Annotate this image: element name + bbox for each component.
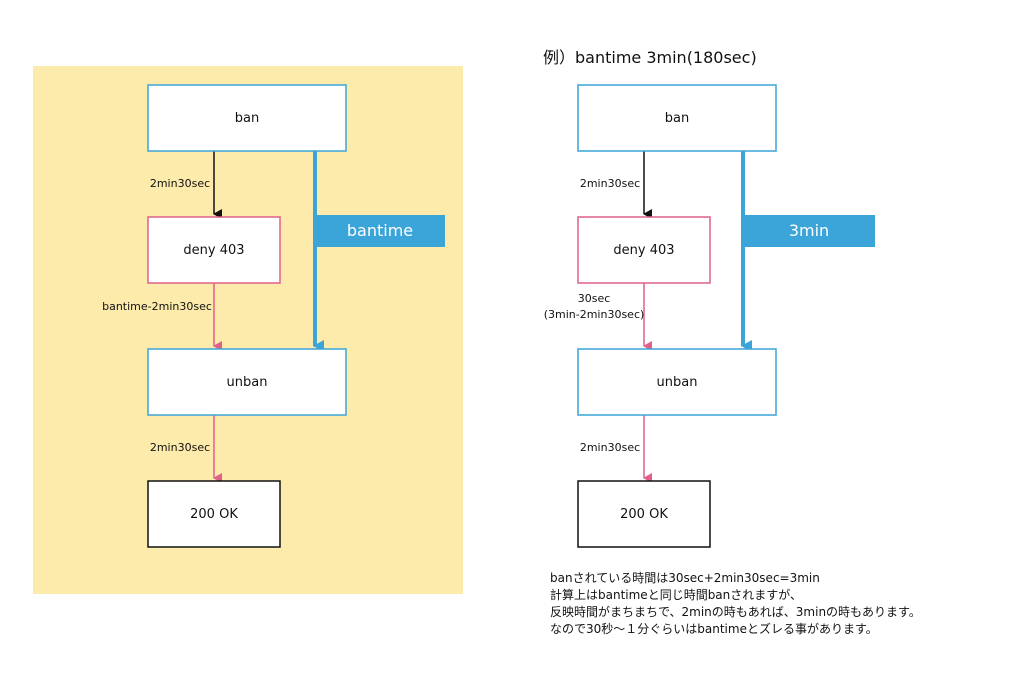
right-edge-deny-unban-label-2: (3min-2min30sec) xyxy=(544,308,645,321)
right-node-ban-label: ban xyxy=(665,111,689,126)
right-bantime-band xyxy=(743,215,875,247)
right-node-unban-label: unban xyxy=(657,375,698,390)
right-edge-unban-ok-label: 2min30sec xyxy=(580,441,640,454)
right-bantime-band-label: 3min xyxy=(789,221,829,240)
right-note-line-2: 計算上はbantimeと同じ時間banされますが、 xyxy=(550,587,802,602)
right-note-line-4: なので30秒～１分ぐらいはbantimeとズレる事があります。 xyxy=(550,621,878,636)
right-node-ban xyxy=(577,84,777,152)
left-node-ban xyxy=(147,84,347,152)
right-note-line-3: 反映時間がまちまちで、2minの時もあれば、3minの時もあります。 xyxy=(550,604,921,619)
left-node-unban-label: unban xyxy=(227,375,268,390)
left-edge-ban-deny-label: 2min30sec xyxy=(150,177,210,190)
right-node-unban xyxy=(577,348,777,416)
right-title: 例）bantime 3min(180sec) xyxy=(543,48,757,67)
left-node-deny-label: deny 403 xyxy=(183,243,244,258)
left-node-deny xyxy=(147,216,281,284)
left-panel: 2min30sec bantime-2min30sec 2min30sec ba… xyxy=(33,66,463,594)
right-edge-ban-deny-label: 2min30sec xyxy=(580,177,640,190)
left-node-ok xyxy=(147,480,281,548)
left-node-ok-label: 200 OK xyxy=(190,507,238,522)
left-node-unban xyxy=(147,348,347,416)
right-node-deny-label: deny 403 xyxy=(613,243,674,258)
right-node-deny xyxy=(577,216,711,284)
right-panel: 例）bantime 3min(180sec) 2min30sec 30sec (… xyxy=(543,48,921,636)
right-edge-deny-unban-label-1: 30sec xyxy=(578,292,611,305)
right-node-ok-label: 200 OK xyxy=(620,507,668,522)
right-node-ok xyxy=(577,480,711,548)
left-edge-deny-unban-label: bantime-2min30sec xyxy=(102,300,212,313)
left-edge-unban-ok-label: 2min30sec xyxy=(150,441,210,454)
left-node-ban-label: ban xyxy=(235,111,259,126)
left-bantime-band xyxy=(315,215,445,247)
left-bantime-band-label: bantime xyxy=(347,221,413,240)
right-note-line-1: banされている時間は30sec+2min30sec=3min xyxy=(550,571,820,585)
